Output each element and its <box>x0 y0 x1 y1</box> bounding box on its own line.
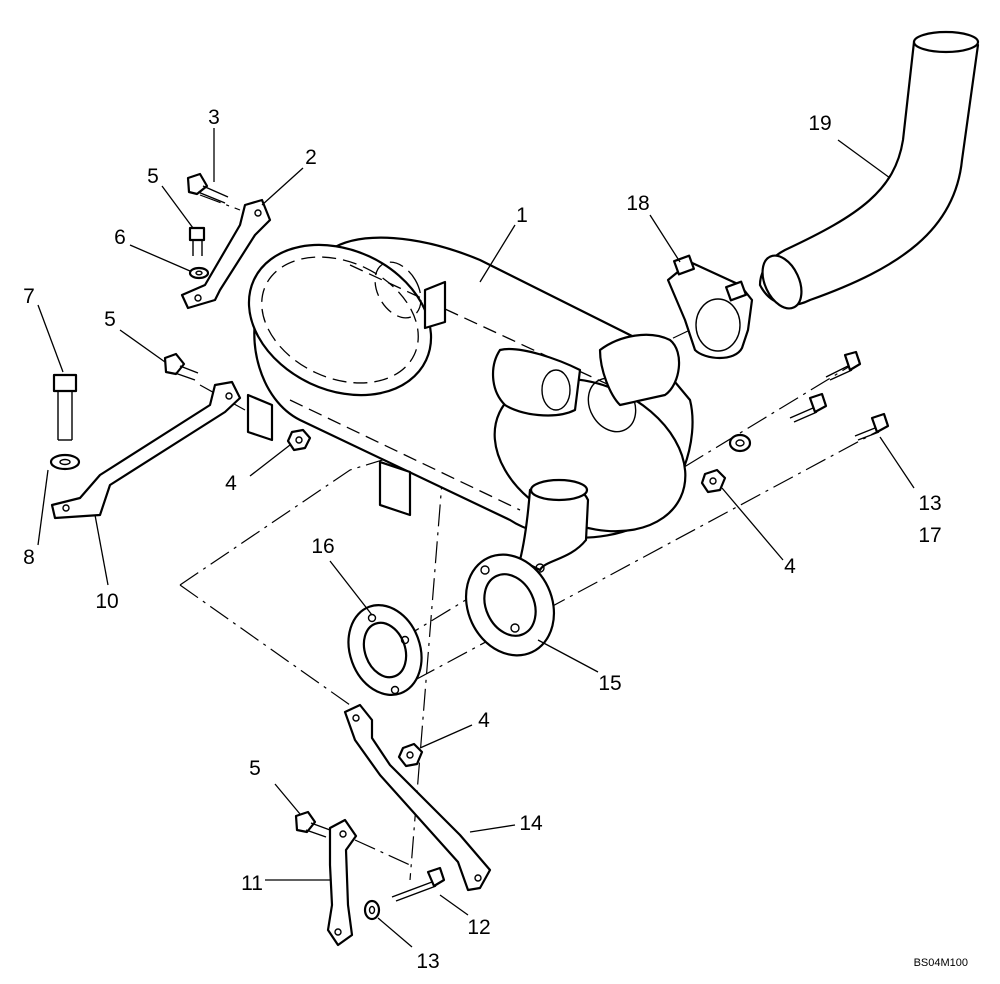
bolt-5-left <box>163 352 199 381</box>
muffler <box>246 236 694 572</box>
callout-labels: 3 2 5 6 7 5 4 8 10 1 18 19 13 17 4 16 15… <box>23 106 942 973</box>
callout-5-bottom: 5 <box>249 757 261 780</box>
lower-bracket-14 <box>343 703 492 892</box>
bolt-5-upper <box>188 226 206 256</box>
callout-13-bottom: 13 <box>416 950 439 973</box>
callout-6: 6 <box>114 226 126 249</box>
bolt-5-lower <box>294 810 331 838</box>
callout-17: 17 <box>918 524 941 547</box>
washer-13-lower <box>363 899 381 921</box>
upper-bracket <box>180 198 272 310</box>
spacer-right <box>728 433 752 453</box>
bolt-7 <box>52 373 78 441</box>
bolt-right-middle <box>789 392 828 423</box>
callout-4-left: 4 <box>225 472 237 495</box>
callout-16: 16 <box>311 535 334 558</box>
flange-gasket <box>347 604 423 696</box>
bolt-12 <box>391 866 446 902</box>
callout-12: 12 <box>467 916 490 939</box>
callout-19: 19 <box>808 112 831 135</box>
callout-3: 3 <box>208 106 220 129</box>
callout-15: 15 <box>598 672 621 695</box>
callout-2: 2 <box>305 146 317 169</box>
callout-11: 11 <box>241 872 263 895</box>
callout-1: 1 <box>516 204 528 227</box>
callout-4-right: 4 <box>784 555 796 578</box>
pipe-clamp <box>666 254 754 360</box>
pipe-flange <box>464 553 556 657</box>
nut-4-right <box>700 468 727 494</box>
callout-5-left: 5 <box>104 308 116 331</box>
callout-18: 18 <box>626 192 649 215</box>
nut-4-bottom <box>397 742 424 768</box>
bolt-3 <box>186 172 229 204</box>
lower-bracket-11 <box>326 818 358 947</box>
washer-8 <box>49 453 81 471</box>
side-bracket-10 <box>50 380 242 520</box>
exhaust-pipe <box>758 30 980 310</box>
drawing-code: BS04M100 <box>914 957 968 969</box>
callout-8: 8 <box>23 546 35 569</box>
bolt-right-lower <box>854 412 890 441</box>
callout-5-top: 5 <box>147 165 159 188</box>
callout-10: 10 <box>95 590 118 613</box>
callout-4-bottom: 4 <box>478 709 490 732</box>
bolt-right-upper <box>825 350 862 381</box>
callout-7: 7 <box>23 285 35 308</box>
nut-4-left <box>286 428 312 452</box>
washer-6 <box>188 266 210 280</box>
callout-13-right: 13 <box>918 492 941 515</box>
callout-14: 14 <box>519 812 543 835</box>
leader-lines <box>37 128 915 948</box>
